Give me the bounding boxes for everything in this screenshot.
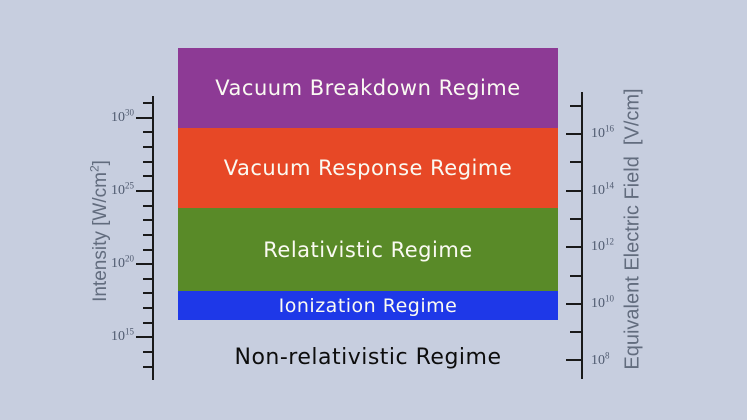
right-axis-tick-major (566, 303, 581, 305)
left-axis-tick (143, 322, 153, 324)
left-axis-tick (143, 146, 153, 148)
band-relativistic: Relativistic Regime (178, 208, 558, 291)
right-axis-tick (570, 105, 581, 107)
band-label-relativistic: Relativistic Regime (263, 237, 473, 262)
left-axis-tick (143, 102, 153, 104)
right-axis-line (581, 92, 583, 379)
right-axis-tick (570, 275, 581, 277)
left-axis-tick-major (136, 190, 153, 192)
right-axis-tick (570, 331, 581, 333)
left-axis-tick-major (136, 263, 153, 265)
band-vacuum-breakdown: Vacuum Breakdown Regime (178, 48, 558, 128)
right-axis-title: Equivalent Electric Field [V/cm] (621, 88, 644, 370)
left-axis-tick (143, 219, 153, 221)
left-axis-tick (143, 292, 153, 294)
right-tick-label-1e16: 1016 (591, 123, 614, 141)
left-tick-label-1e30: 1030 (111, 107, 134, 125)
right-tick-label-1e10: 1010 (591, 293, 614, 311)
left-axis-tick (143, 366, 153, 368)
left-axis-tick (143, 205, 153, 207)
right-axis-tick-major (566, 190, 581, 192)
right-axis-tick (570, 161, 581, 163)
band-label-vacuum-breakdown: Vacuum Breakdown Regime (215, 76, 521, 100)
left-axis-tick (143, 161, 153, 163)
left-tick-label-1e20: 1020 (111, 253, 134, 271)
right-axis-tick-major (566, 359, 581, 361)
right-tick-label-1e8: 108 (591, 350, 610, 368)
left-axis-tick (143, 249, 153, 251)
left-axis-tick (143, 307, 153, 309)
left-axis-tick (143, 131, 153, 133)
left-axis-line (152, 96, 154, 380)
band-label-vacuum-response: Vacuum Response Regime (223, 156, 513, 180)
left-axis-tick (143, 175, 153, 177)
left-axis-tick (143, 234, 153, 236)
band-vacuum-response: Vacuum Response Regime (178, 128, 558, 208)
band-ionization: Ionization Regime (178, 291, 558, 320)
right-axis-tick (570, 218, 581, 220)
label-non-relativistic: Non-relativistic Regime (234, 344, 502, 370)
left-axis-tick (143, 351, 153, 353)
left-axis-tick (143, 278, 153, 280)
left-axis-tick-major (136, 336, 153, 338)
left-tick-label-1e15: 1015 (111, 326, 134, 344)
right-tick-label-1e14: 1014 (591, 180, 614, 198)
band-label-ionization: Ionization Regime (278, 294, 458, 317)
right-axis-tick-major (566, 246, 581, 248)
left-axis-tick-major (136, 117, 153, 119)
left-axis-title: Intensity [W/cm2] (87, 160, 111, 302)
left-tick-label-1e25: 1025 (111, 180, 134, 198)
right-axis-tick-major (566, 133, 581, 135)
right-tick-label-1e12: 1012 (591, 236, 614, 254)
